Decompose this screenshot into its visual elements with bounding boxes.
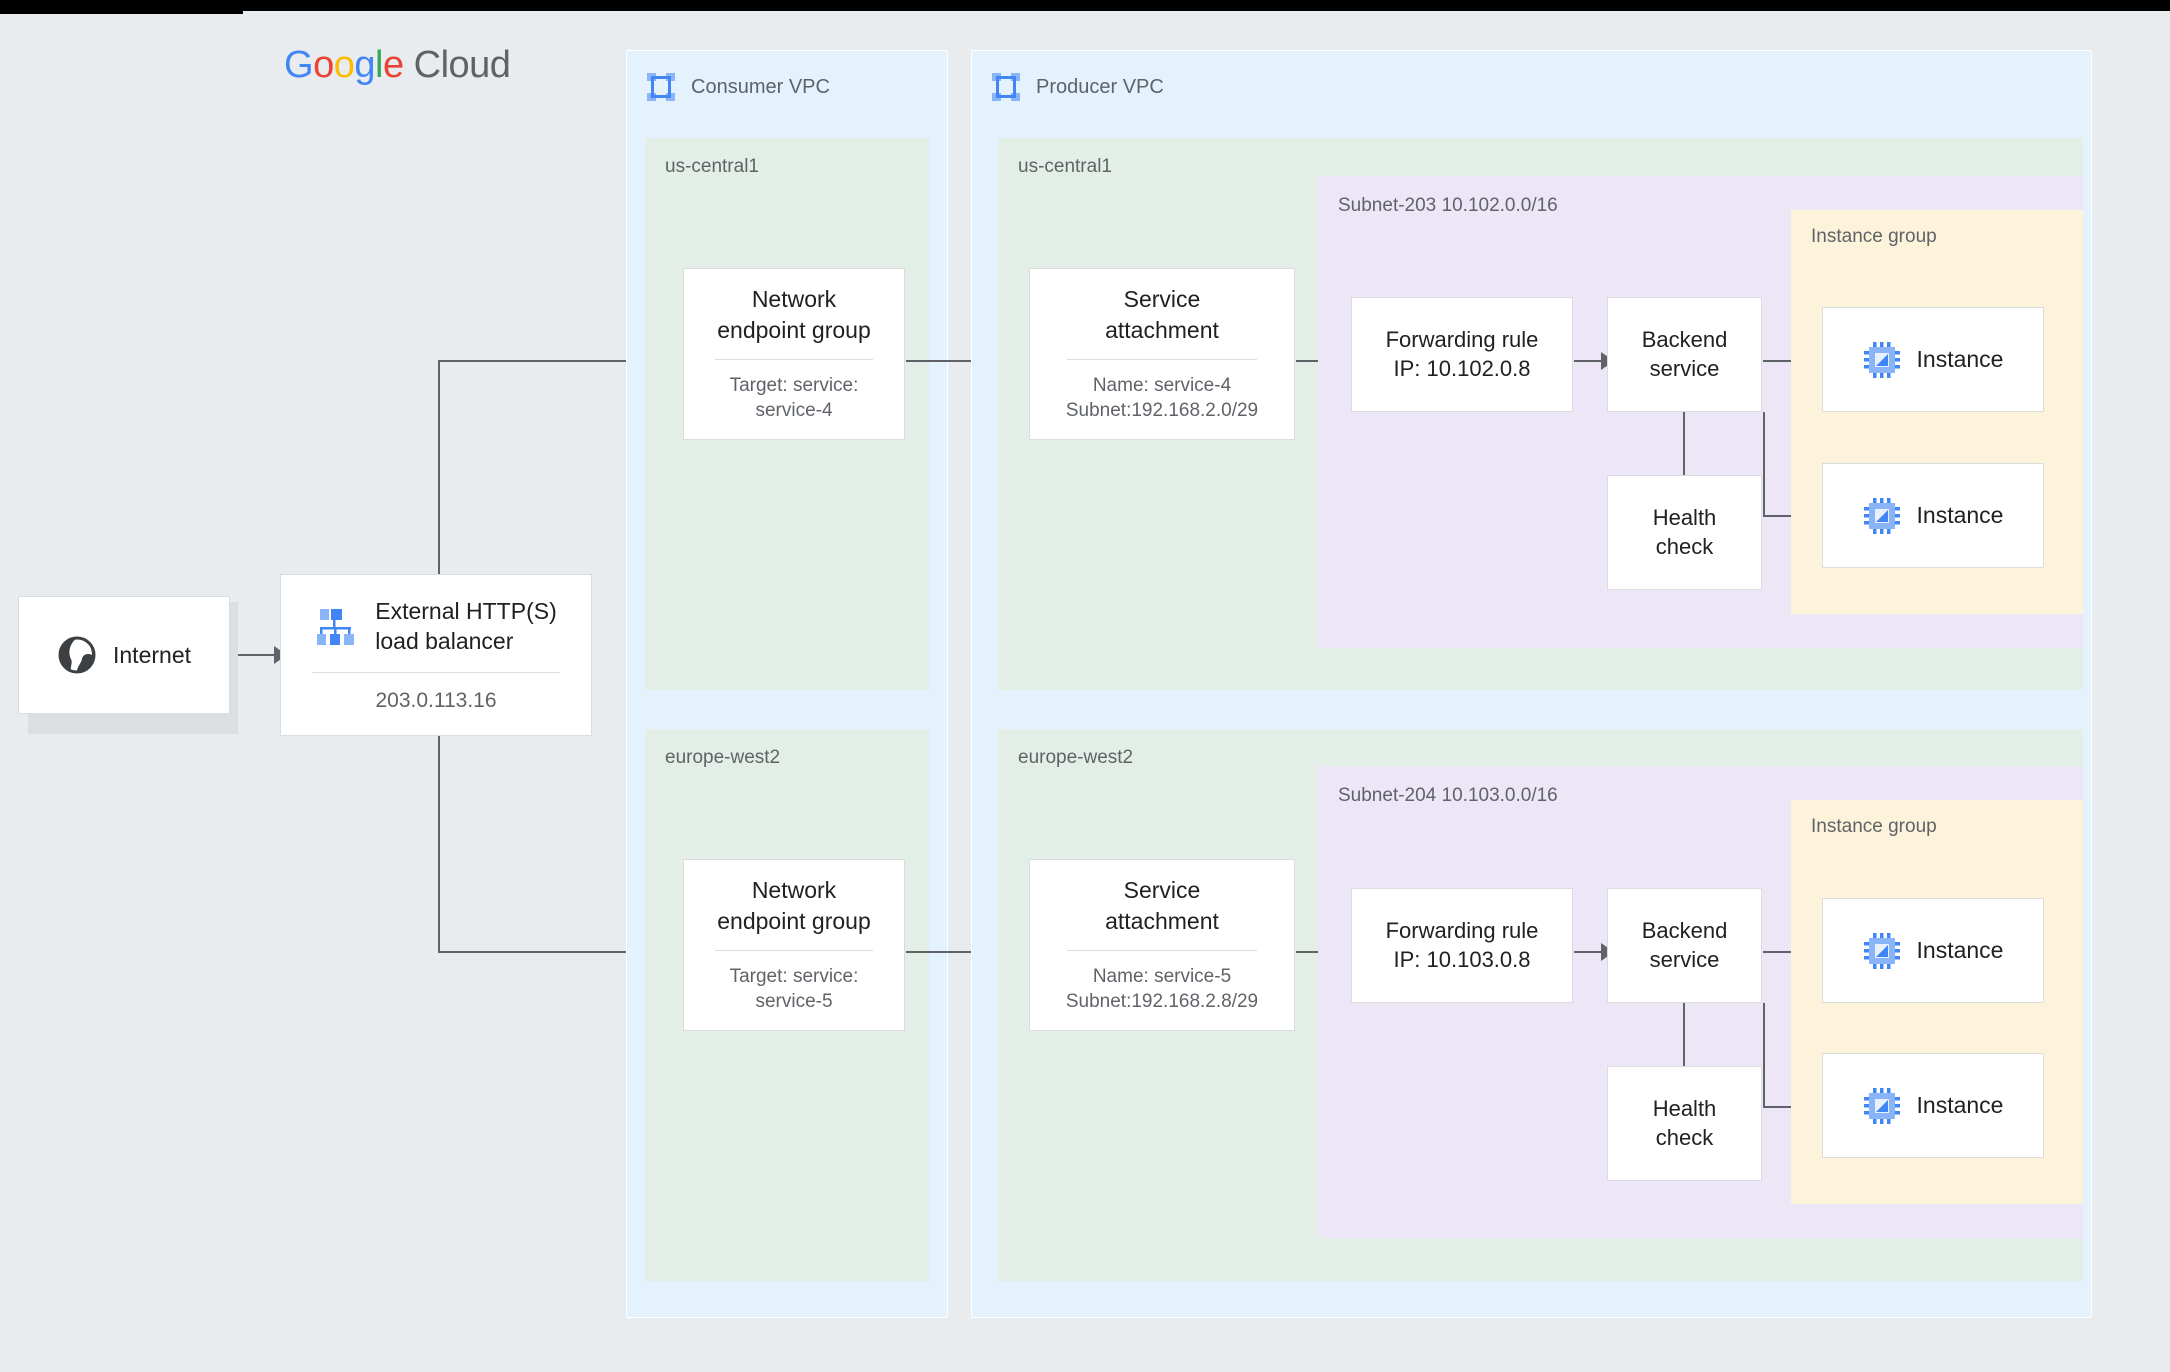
- health-check-europe-west2[interactable]: Health check: [1607, 1066, 1762, 1181]
- producer-region-label-us-central1: us-central1: [1018, 156, 1112, 177]
- load-balancer-node[interactable]: External HTTP(S) load balancer 203.0.113…: [280, 574, 592, 736]
- connector-fr-to-bs-bottom: [1574, 951, 1606, 953]
- service-attachment-europe-west2[interactable]: Service attachment Name: service-5 Subne…: [1029, 859, 1295, 1031]
- backend-service-text: Backend service: [1641, 917, 1728, 972]
- instance-europe-west2-1[interactable]: Instance: [1822, 898, 2044, 1003]
- instance-group-label-us-central1: Instance group: [1811, 226, 1937, 247]
- connector-bs-to-hc-bottom: [1683, 1003, 1685, 1066]
- connector-lb-to-top-horizontal: [438, 360, 662, 362]
- connector-bs-to-instance2-horizontal-bottom: [1763, 1106, 1804, 1108]
- connector-bs-to-instance2-horizontal-top: [1763, 515, 1804, 517]
- instance-label: Instance: [1916, 1092, 2004, 1118]
- globe-icon: [57, 635, 97, 675]
- forwarding-rule-europe-west2[interactable]: Forwarding rule IP: 10.103.0.8: [1351, 888, 1573, 1003]
- instance-icon: [1863, 497, 1901, 535]
- internet-node[interactable]: Internet: [18, 596, 230, 714]
- connector-bs-to-instance2-vertical-bottom: [1763, 1003, 1765, 1107]
- instance-us-central1-1[interactable]: Instance: [1822, 307, 2044, 412]
- consumer-region-label-us-central1: us-central1: [665, 156, 759, 177]
- load-balancer-ip: 203.0.113.16: [375, 689, 497, 713]
- instance-europe-west2-2[interactable]: Instance: [1822, 1053, 2044, 1158]
- instance-label: Instance: [1916, 346, 2004, 372]
- instance-icon: [1863, 932, 1901, 970]
- consumer-network-endpoint-group-europe-west2[interactable]: Network endpoint group Target: service: …: [683, 859, 905, 1031]
- backend-service-text: Backend service: [1641, 326, 1728, 381]
- top-black-bar-left: [0, 0, 243, 14]
- connector-lb-to-bottom-horizontal: [438, 951, 662, 953]
- vpc-icon: [645, 71, 677, 103]
- instance-label: Instance: [1916, 502, 2004, 528]
- instance-group-label-europe-west2: Instance group: [1811, 816, 1937, 837]
- forwarding-rule-text: Forwarding rule IP: 10.103.0.8: [1385, 917, 1539, 972]
- service-attachment-title: Service attachment: [1105, 286, 1219, 343]
- subnet-203-label: Subnet-203 10.102.0.0/16: [1338, 195, 1558, 216]
- service-attachment-divider: [1066, 950, 1258, 952]
- neg-title: Network endpoint group: [717, 877, 871, 934]
- instance-us-central1-2[interactable]: Instance: [1822, 463, 2044, 568]
- google-cloud-logo: Google Cloud: [284, 44, 511, 86]
- instance-label: Instance: [1916, 937, 2004, 963]
- internet-label: Internet: [113, 641, 191, 668]
- neg-subtext: Target: service: service-5: [729, 966, 859, 1012]
- load-balancer-title: External HTTP(S) load balancer: [375, 597, 557, 654]
- forwarding-rule-us-central1[interactable]: Forwarding rule IP: 10.102.0.8: [1351, 297, 1573, 412]
- neg-divider: [714, 359, 874, 361]
- instance-icon: [1863, 341, 1901, 379]
- consumer-vpc-title: Consumer VPC: [691, 75, 830, 98]
- neg-divider: [714, 950, 874, 952]
- backend-service-europe-west2[interactable]: Backend service: [1607, 888, 1762, 1003]
- neg-title: Network endpoint group: [717, 286, 871, 343]
- connector-bs-to-hc-top: [1683, 412, 1685, 475]
- health-check-text: Health check: [1652, 504, 1717, 559]
- backend-service-us-central1[interactable]: Backend service: [1607, 297, 1762, 412]
- load-balancer-icon: [315, 606, 357, 648]
- service-attachment-subtext: Name: service-5 Subnet:192.168.2.8/29: [1065, 966, 1259, 1012]
- consumer-network-endpoint-group-us-central1[interactable]: Network endpoint group Target: service: …: [683, 268, 905, 440]
- vpc-icon: [990, 71, 1022, 103]
- connector-bs-to-instance1-top: [1763, 360, 1804, 362]
- health-check-text: Health check: [1652, 1095, 1717, 1150]
- service-attachment-divider: [1066, 359, 1258, 361]
- service-attachment-title: Service attachment: [1105, 877, 1219, 934]
- producer-region-label-europe-west2: europe-west2: [1018, 747, 1134, 768]
- connector-lb-to-top-vertical: [438, 360, 440, 574]
- connector-bs-to-instance2-vertical-top: [1763, 412, 1765, 516]
- connector-fr-to-bs-top: [1574, 360, 1606, 362]
- connector-neg-to-sa-top: [906, 360, 1023, 362]
- service-attachment-subtext: Name: service-4 Subnet:192.168.2.0/29: [1065, 375, 1259, 421]
- forwarding-rule-text: Forwarding rule IP: 10.102.0.8: [1385, 326, 1539, 381]
- consumer-vpc-header: Consumer VPC: [645, 71, 830, 103]
- connector-neg-to-sa-bottom: [906, 951, 1023, 953]
- connector-lb-to-bottom-vertical: [438, 736, 440, 952]
- service-attachment-us-central1[interactable]: Service attachment Name: service-4 Subne…: [1029, 268, 1295, 440]
- connector-internet-to-lb: [238, 654, 278, 656]
- connector-bs-to-instance1-bottom: [1763, 951, 1804, 953]
- top-black-bar-right: [243, 0, 2170, 11]
- producer-vpc-title: Producer VPC: [1036, 75, 1164, 98]
- subnet-204-label: Subnet-204 10.103.0.0/16: [1338, 785, 1558, 806]
- instance-icon: [1863, 1087, 1901, 1125]
- health-check-us-central1[interactable]: Health check: [1607, 475, 1762, 590]
- load-balancer-divider: [312, 672, 560, 674]
- neg-subtext: Target: service: service-4: [729, 375, 859, 421]
- consumer-region-label-europe-west2: europe-west2: [665, 747, 781, 768]
- producer-vpc-header: Producer VPC: [990, 71, 1164, 103]
